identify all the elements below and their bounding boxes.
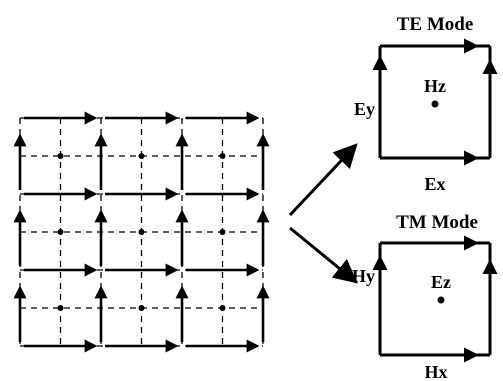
te-mode-title: TE Mode <box>397 14 474 35</box>
te-mode-cell: TE Mode Hz Ey Ex <box>354 14 498 194</box>
tm-left-label: Hy <box>352 266 375 286</box>
cell-center-node <box>57 305 64 311</box>
cell-center-node <box>138 305 145 311</box>
arrow-to-tm <box>289 226 358 284</box>
te-center-node <box>431 100 439 108</box>
tm-mode-title: TM Mode <box>396 212 478 233</box>
te-bottom-label: Ex <box>424 174 445 194</box>
cell-center-node <box>138 153 145 159</box>
cell-center-node <box>219 229 226 235</box>
yee-grid <box>13 111 270 353</box>
te-left-label: Ey <box>354 99 375 119</box>
tm-center-label: Ez <box>431 272 451 292</box>
tm-center-node <box>437 296 445 304</box>
split-arrows <box>288 143 358 284</box>
tm-bottom-label: Hx <box>424 362 447 381</box>
te-center-label: Hz <box>424 76 446 96</box>
cell-center-node <box>57 153 64 159</box>
cell-center-node <box>219 305 226 311</box>
tm-mode-cell: TM Mode Ez Hy Hx <box>352 212 498 381</box>
cell-center-node <box>219 153 226 159</box>
arrow-to-te <box>288 143 358 217</box>
cell-center-node <box>57 229 64 235</box>
cell-center-node <box>138 229 145 235</box>
